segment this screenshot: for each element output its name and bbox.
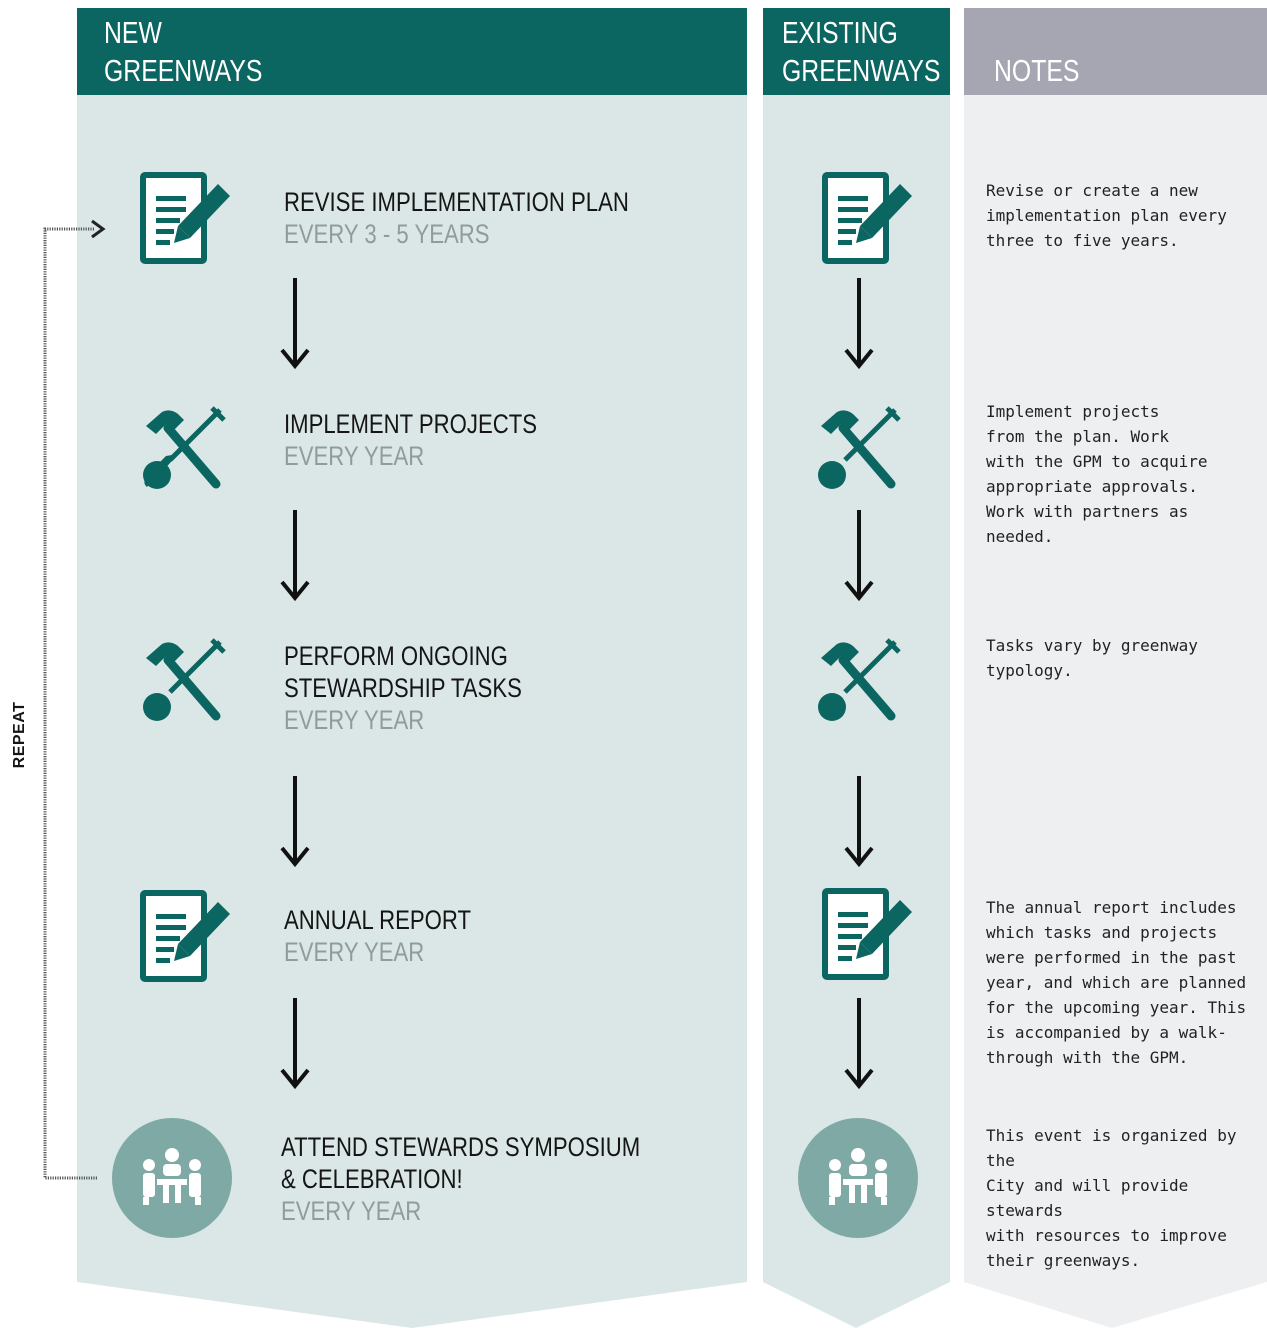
notes-header: NOTES: [994, 52, 1079, 90]
notes-header-label: NOTES: [994, 53, 1080, 88]
tools-icon: [140, 404, 228, 496]
down-arrow-icon: [844, 776, 874, 868]
new-greenways-header-line1: NEW: [104, 15, 162, 50]
new-greenways-header-bg: [77, 8, 747, 95]
step-1-frequency: EVERY 3 - 5 YEARS: [284, 219, 490, 249]
document-edit-icon: [822, 888, 914, 986]
existing-greenways-header: EXISTING GREENWAYS: [782, 14, 940, 90]
step-5-title-line-1: ATTEND STEWARDS SYMPOSIUM: [281, 1132, 641, 1162]
step-5-note: This event is organized by the City and …: [986, 1126, 1237, 1270]
repeat-arrowhead: [91, 219, 106, 239]
down-arrow-icon: [280, 776, 310, 868]
step-3-note: Tasks vary by greenway typology.: [986, 636, 1198, 680]
new-greenways-panel: [77, 95, 747, 1328]
repeat-loop-line: [43, 227, 97, 1180]
step-2-title-line: IMPLEMENT PROJECTS: [284, 409, 538, 439]
step-3-frequency: EVERY YEAR: [284, 705, 425, 735]
repeat-label: REPEAT: [11, 701, 28, 769]
new-greenways-header: NEW GREENWAYS: [104, 14, 262, 90]
step-4-title-line: ANNUAL REPORT: [284, 905, 472, 935]
step-2-frequency: EVERY YEAR: [284, 441, 425, 471]
tools-icon: [815, 636, 903, 728]
document-edit-icon: [140, 172, 232, 270]
down-arrow-icon: [280, 998, 310, 1090]
existing-greenways-header-line1: EXISTING: [782, 15, 898, 50]
step-4-title: ANNUAL REPORT EVERY YEAR: [284, 904, 471, 968]
step-2-title: IMPLEMENT PROJECTS EVERY YEAR: [284, 408, 537, 472]
down-arrow-icon: [844, 998, 874, 1090]
step-4-frequency: EVERY YEAR: [284, 937, 425, 967]
down-arrow-icon: [844, 278, 874, 370]
document-edit-icon: [140, 890, 232, 988]
down-arrow-icon: [844, 510, 874, 602]
notes-panel: [964, 95, 1267, 1328]
existing-greenways-panel: [763, 95, 950, 1328]
step-1-title: REVISE IMPLEMENTATION PLAN EVERY 3 - 5 Y…: [284, 186, 629, 250]
meeting-icon: [797, 1117, 919, 1243]
step-3-title: PERFORM ONGOING STEWARDSHIP TASKS EVERY …: [284, 640, 522, 736]
step-2-note: Implement projects from the plan. Work w…: [986, 402, 1208, 546]
notes-header-bg: [964, 8, 1267, 95]
step-4-note: The annual report includes which tasks a…: [986, 898, 1247, 1067]
step-3-title-line-2: STEWARDSHIP TASKS: [284, 673, 522, 703]
existing-greenways-header-line2: GREENWAYS: [782, 53, 941, 88]
step-1-note: Revise or create a new implementation pl…: [986, 181, 1227, 250]
down-arrow-icon: [280, 510, 310, 602]
step-5-title: ATTEND STEWARDS SYMPOSIUM & CELEBRATION!…: [281, 1131, 640, 1227]
document-edit-icon: [822, 172, 914, 270]
step-5-frequency: EVERY YEAR: [281, 1196, 422, 1226]
step-5-title-line-2: & CELEBRATION!: [281, 1164, 463, 1194]
existing-greenways-header-bg: [763, 8, 950, 95]
down-arrow-icon: [280, 278, 310, 370]
tools-icon: [815, 404, 903, 496]
tools-icon: [140, 636, 228, 728]
step-3-title-line-1: PERFORM ONGOING: [284, 641, 508, 671]
new-greenways-header-line2: GREENWAYS: [104, 53, 263, 88]
step-1-title-line: REVISE IMPLEMENTATION PLAN: [284, 187, 629, 217]
meeting-icon: [111, 1117, 233, 1243]
